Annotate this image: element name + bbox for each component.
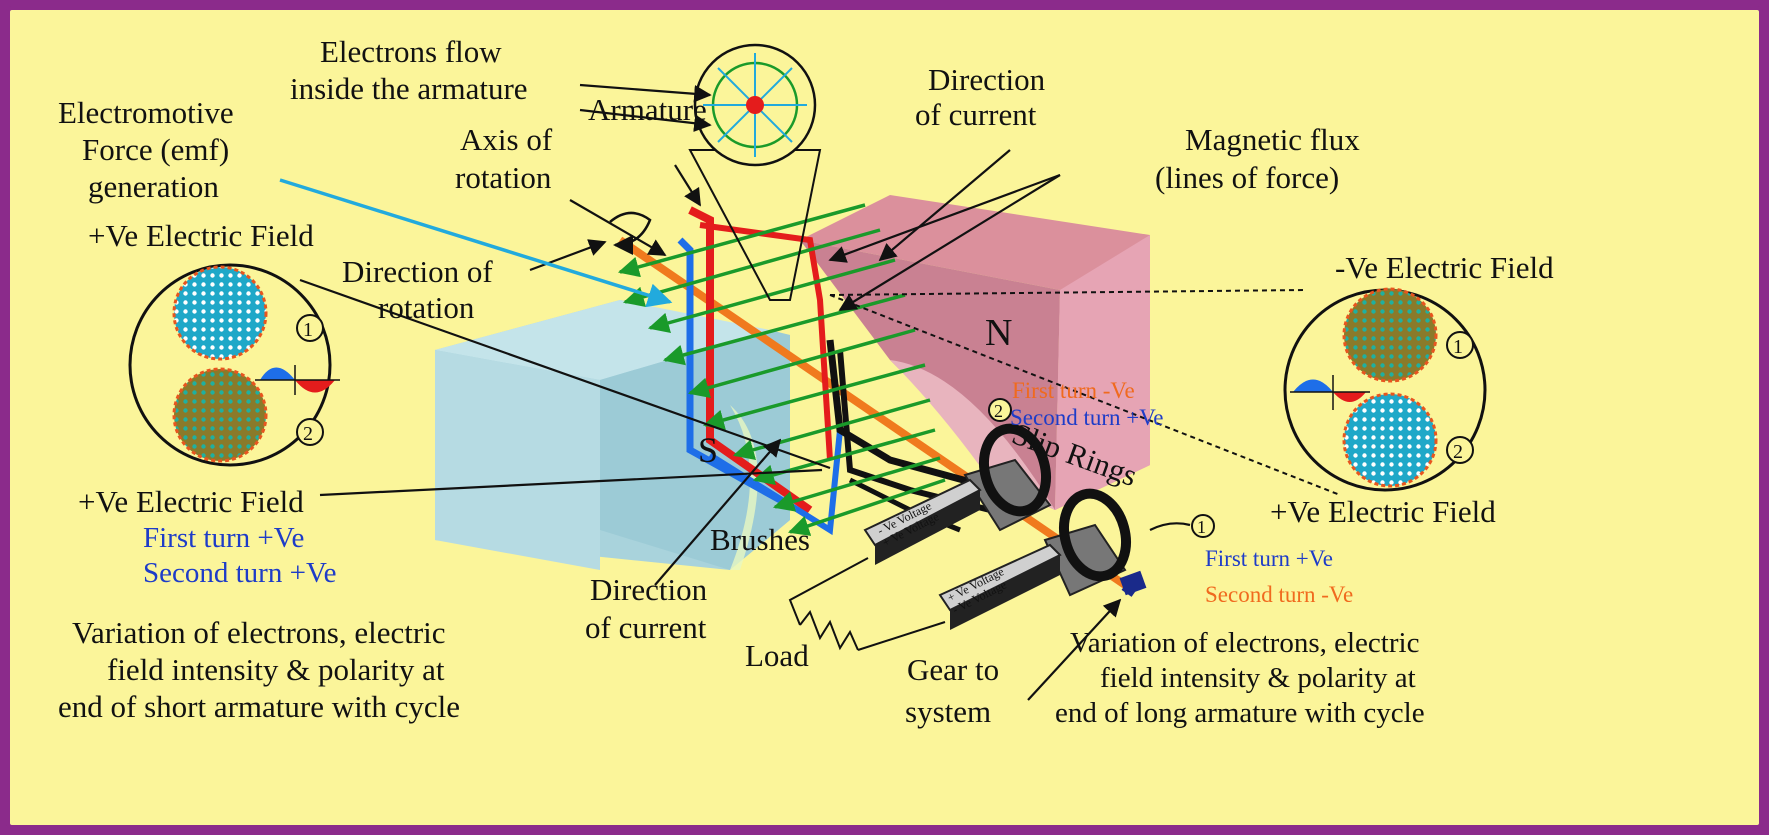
label-left-first-turn: First turn +Ve — [143, 522, 304, 554]
label-gear-2: system — [905, 694, 991, 729]
label-long-caption-3: end of long armature with cycle — [1055, 697, 1425, 729]
brush-lower: + Ve Voltage - Ve Voltage — [938, 543, 1062, 630]
load-circuit — [788, 557, 946, 651]
label-long-caption-1: Variation of electrons, electric — [1070, 627, 1419, 659]
label-short-caption-2: field intensity & polarity at — [107, 652, 445, 687]
text-labels: Electrons flow inside the armature Elect… — [58, 34, 1554, 729]
label-dir-current-bottom-2: of current — [585, 610, 707, 645]
long-armature-inset: 1 2 — [1283, 287, 1487, 492]
left-circle-1: 1 — [303, 319, 313, 341]
label-dir-current-top-2: of current — [915, 97, 1037, 132]
slip-ring-tag-2 — [988, 398, 1012, 422]
slip-ring-1 — [1043, 488, 1131, 597]
label-gear-1: Gear to — [907, 652, 999, 687]
label-pole-s: S — [698, 430, 718, 470]
slip-ring-tag-1-text: 1 — [1197, 517, 1206, 537]
label-pos-field-top-left: +Ve Electric Field — [88, 218, 314, 253]
label-right-first-turn: First turn +Ve — [1205, 546, 1333, 571]
label-load: Load — [745, 638, 809, 673]
label-dir-current-top-1: Direction — [928, 62, 1046, 97]
label-right-second-turn: Second turn -Ve — [1205, 582, 1353, 607]
pointer-lines — [279, 83, 1341, 701]
label-left-second-turn: Second turn +Ve — [143, 557, 337, 589]
left-circle-2: 2 — [303, 423, 313, 445]
slip-ring-2 — [963, 423, 1052, 532]
label-magnetic-flux-2: (lines of force) — [1155, 160, 1339, 195]
label-brushes: Brushes — [710, 522, 810, 557]
diagram-frame: - Ve Voltage + Ve Voltage + Ve Voltage -… — [6, 6, 1763, 829]
label-dir-current-bottom-1: Direction — [590, 572, 708, 607]
label-pole-n: N — [985, 312, 1012, 354]
label-pos-field-bottom-left: +Ve Electric Field — [78, 484, 304, 519]
label-dir-rotation-1: Direction of — [342, 254, 493, 289]
label-electrons-flow-2: inside the armature — [290, 71, 528, 106]
label-axis-2: rotation — [455, 160, 552, 195]
south-pole-magnet — [435, 300, 790, 570]
label-electrons-flow-1: Electrons flow — [320, 34, 502, 69]
label-emf-1: Electromotive — [58, 95, 234, 130]
right-circle-1: 1 — [1453, 336, 1463, 358]
label-axis-1: Axis of — [460, 122, 553, 157]
label-second-turn-pos: Second turn +Ve — [1010, 405, 1164, 430]
right-circle-2: 2 — [1453, 441, 1463, 463]
label-pos-field-right: +Ve Electric Field — [1270, 494, 1496, 529]
label-magnetic-flux-1: Magnetic flux — [1185, 122, 1360, 157]
slip-ring-tag-2-text: 2 — [994, 401, 1003, 421]
slip-ring-tag-1 — [1191, 514, 1215, 538]
label-first-turn-neg: First turn -Ve — [1012, 378, 1135, 403]
gear-icon — [1119, 570, 1147, 596]
label-dir-rotation-2: rotation — [378, 290, 475, 325]
rotation-arrow-icon — [609, 211, 652, 255]
label-armature: Armature — [588, 92, 707, 127]
electron-field-icon — [688, 43, 822, 301]
generator-diagram: - Ve Voltage + Ve Voltage + Ve Voltage -… — [58, 34, 1554, 729]
label-emf-3: generation — [88, 169, 219, 204]
label-neg-field-right: -Ve Electric Field — [1335, 250, 1554, 285]
label-short-caption-3: end of short armature with cycle — [58, 689, 460, 724]
label-short-caption-1: Variation of electrons, electric — [72, 615, 446, 650]
label-long-caption-2: field intensity & polarity at — [1100, 662, 1416, 694]
short-armature-inset: 1 2 — [128, 263, 340, 467]
resistor-icon — [799, 609, 859, 651]
label-emf-2: Force (emf) — [82, 132, 229, 167]
